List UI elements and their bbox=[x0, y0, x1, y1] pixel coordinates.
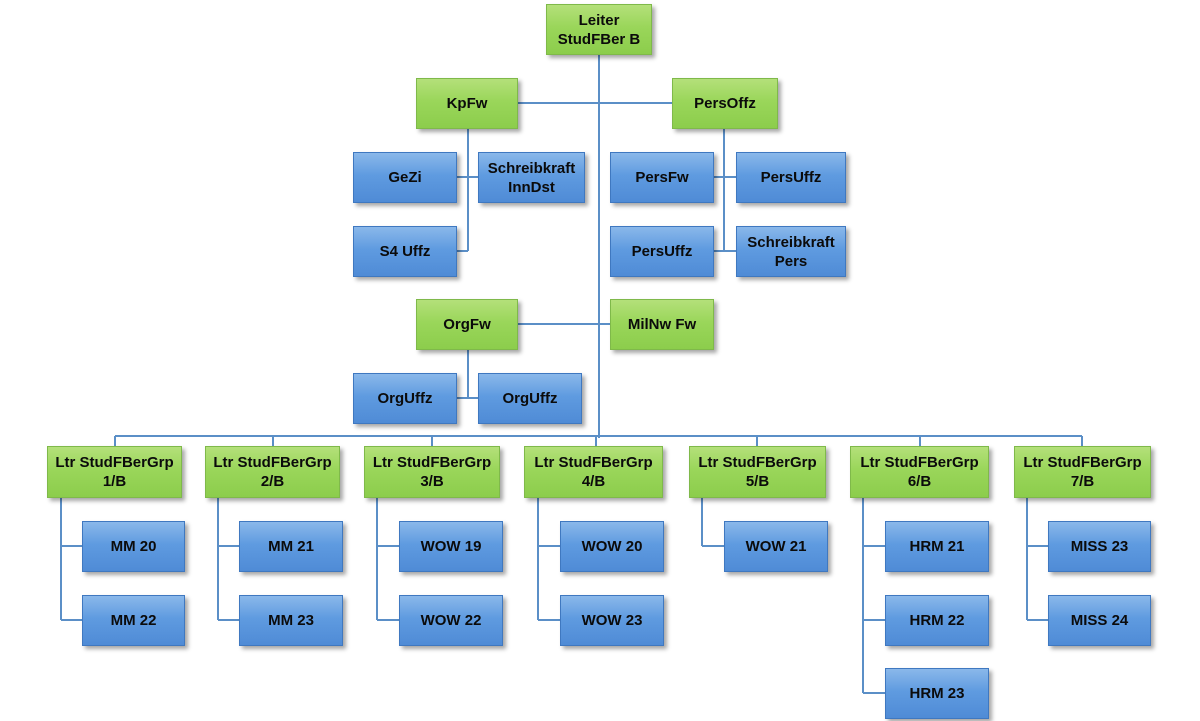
node-wow22[interactable]: WOW 22 bbox=[399, 595, 503, 646]
node-wow23[interactable]: WOW 23 bbox=[560, 595, 664, 646]
node-schreibkraft-pers[interactable]: Schreibkraft Pers bbox=[736, 226, 846, 277]
node-label: Ltr StudFBerGrp bbox=[55, 454, 174, 471]
node-label: WOW 22 bbox=[420, 612, 482, 629]
node-grp-3[interactable]: Ltr StudFBerGrp 3/B bbox=[364, 446, 500, 498]
node-label: Leiter bbox=[578, 11, 620, 29]
node-label: InnDst bbox=[508, 178, 555, 196]
node-schreibkraft-inndst[interactable]: Schreibkraft InnDst bbox=[478, 152, 585, 203]
node-milnw-fw[interactable]: MilNw Fw bbox=[610, 299, 714, 350]
node-label: 1/B bbox=[102, 473, 127, 490]
node-grp-1[interactable]: Ltr StudFBerGrp 1/B bbox=[47, 446, 182, 498]
node-miss24[interactable]: MISS 24 bbox=[1048, 595, 1151, 646]
node-grp-7[interactable]: Ltr StudFBerGrp 7/B bbox=[1014, 446, 1151, 498]
node-label: MISS 24 bbox=[1070, 612, 1129, 629]
node-label: Ltr StudFBerGrp bbox=[534, 454, 653, 471]
node-miss23[interactable]: MISS 23 bbox=[1048, 521, 1151, 572]
node-label: MilNw Fw bbox=[627, 316, 697, 333]
node-gezi[interactable]: GeZi bbox=[353, 152, 457, 203]
node-label: PersOffz bbox=[694, 95, 756, 112]
node-label: MM 21 bbox=[268, 538, 314, 555]
node-persoffz[interactable]: PersOffz bbox=[672, 78, 778, 129]
node-persuffz-1[interactable]: PersUffz bbox=[736, 152, 846, 203]
node-label: 2/B bbox=[260, 473, 285, 490]
node-persfw[interactable]: PersFw bbox=[610, 152, 714, 203]
node-label: 3/B bbox=[420, 473, 444, 490]
node-s4-uffz[interactable]: S4 Uffz bbox=[353, 226, 457, 277]
node-label: Ltr StudFBerGrp bbox=[698, 454, 817, 471]
node-label: Schreibkraft bbox=[747, 233, 835, 251]
node-mm20[interactable]: MM 20 bbox=[82, 521, 185, 572]
node-label: 7/B bbox=[1070, 473, 1095, 490]
node-label: MM 22 bbox=[110, 612, 157, 629]
node-label: Ltr StudFBerGrp bbox=[1023, 454, 1142, 471]
node-mm22[interactable]: MM 22 bbox=[82, 595, 185, 646]
node-mm23[interactable]: MM 23 bbox=[239, 595, 343, 646]
node-label: WOW 23 bbox=[581, 612, 643, 629]
node-label: StudFBer B bbox=[557, 30, 641, 48]
node-hrm21[interactable]: HRM 21 bbox=[885, 521, 989, 572]
node-label: KpFw bbox=[446, 95, 488, 112]
node-label: S4 Uffz bbox=[379, 243, 431, 260]
node-kpfw[interactable]: KpFw bbox=[416, 78, 518, 129]
node-grp-6[interactable]: Ltr StudFBerGrp 6/B bbox=[850, 446, 989, 498]
node-label: OrgUffz bbox=[377, 390, 433, 407]
node-label: HRM 22 bbox=[909, 612, 965, 629]
node-label: Pers bbox=[774, 252, 808, 270]
node-persuffz-2[interactable]: PersUffz bbox=[610, 226, 714, 277]
node-wow19[interactable]: WOW 19 bbox=[399, 521, 503, 572]
node-label: PersUffz bbox=[631, 243, 693, 260]
node-wow21[interactable]: WOW 21 bbox=[724, 521, 828, 572]
node-label: MM 23 bbox=[268, 612, 314, 629]
node-label: 5/B bbox=[745, 473, 770, 490]
node-label: WOW 20 bbox=[581, 538, 643, 555]
node-label: Ltr StudFBerGrp bbox=[372, 454, 492, 471]
node-label: Ltr StudFBerGrp bbox=[860, 454, 979, 471]
node-label: WOW 21 bbox=[745, 538, 807, 555]
node-label: MISS 23 bbox=[1070, 538, 1129, 555]
node-label: 6/B bbox=[907, 473, 932, 490]
node-leiter[interactable]: Leiter StudFBer B bbox=[546, 4, 652, 55]
node-label: OrgFw bbox=[443, 316, 491, 333]
node-label: GeZi bbox=[388, 169, 422, 186]
node-orguffz-2[interactable]: OrgUffz bbox=[478, 373, 582, 424]
node-label: Ltr StudFBerGrp bbox=[213, 454, 332, 471]
node-label: PersUffz bbox=[760, 169, 822, 186]
node-hrm23[interactable]: HRM 23 bbox=[885, 668, 989, 719]
node-orgfw[interactable]: OrgFw bbox=[416, 299, 518, 350]
node-wow20[interactable]: WOW 20 bbox=[560, 521, 664, 572]
node-label: WOW 19 bbox=[420, 538, 482, 555]
node-label: MM 20 bbox=[110, 538, 157, 555]
node-label: PersFw bbox=[635, 169, 689, 186]
node-label: OrgUffz bbox=[502, 390, 558, 407]
node-grp-2[interactable]: Ltr StudFBerGrp 2/B bbox=[205, 446, 340, 498]
node-label: Schreibkraft bbox=[487, 159, 576, 177]
node-label: 4/B bbox=[581, 473, 606, 490]
node-hrm22[interactable]: HRM 22 bbox=[885, 595, 989, 646]
node-grp-5[interactable]: Ltr StudFBerGrp 5/B bbox=[689, 446, 826, 498]
node-label: HRM 23 bbox=[909, 685, 965, 702]
node-orguffz-1[interactable]: OrgUffz bbox=[353, 373, 457, 424]
node-label: HRM 21 bbox=[909, 538, 965, 555]
node-mm21[interactable]: MM 21 bbox=[239, 521, 343, 572]
node-grp-4[interactable]: Ltr StudFBerGrp 4/B bbox=[524, 446, 663, 498]
